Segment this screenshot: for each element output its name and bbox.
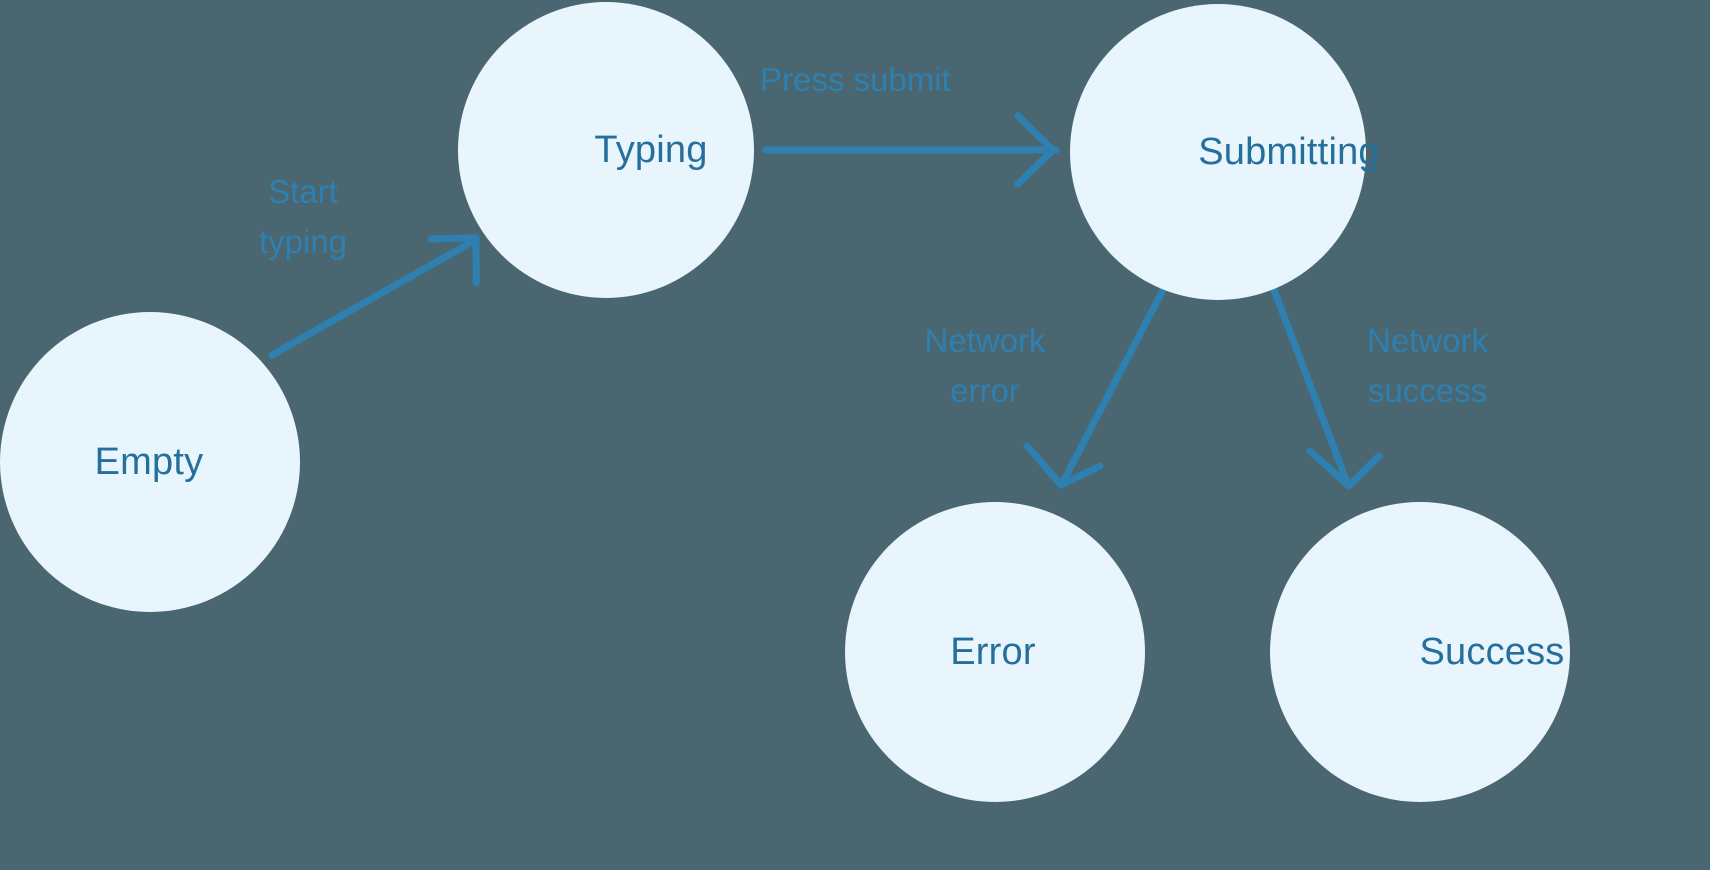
state-node-submitting[interactable]: Submitting xyxy=(1070,4,1380,300)
state-node-typing[interactable]: Typing xyxy=(458,2,754,298)
edge-label-press-submit: Press submit xyxy=(760,55,1026,107)
state-node-error[interactable]: Error xyxy=(845,502,1145,802)
state-node-success-label: Success xyxy=(1419,630,1565,673)
edge-label-network-success-line2: success xyxy=(1367,372,1488,409)
edge-label-network-error-line2: error xyxy=(950,372,1020,409)
edge-label-start-typing-line1: Start xyxy=(268,173,338,210)
state-node-typing-label: Typing xyxy=(594,128,708,171)
edge-typing-to-submitting xyxy=(762,112,1060,188)
edge-label-network-success: Network success xyxy=(1340,316,1515,420)
edge-label-network-error-line1: Network xyxy=(924,322,1046,359)
state-node-error-label: Error xyxy=(950,630,1036,673)
state-node-success[interactable]: Success xyxy=(1270,502,1570,802)
state-node-empty[interactable]: Empty xyxy=(0,312,300,612)
edge-label-network-error: Network error xyxy=(895,316,1075,420)
state-node-empty-label: Empty xyxy=(94,440,204,483)
edge-label-network-success-line1: Network xyxy=(1366,322,1489,359)
edge-label-start-typing: Start typing xyxy=(214,167,392,271)
state-node-submitting-label: Submitting xyxy=(1198,130,1380,173)
edge-label-press-submit-line1: Press submit xyxy=(760,61,951,98)
edge-label-start-typing-line2: typing xyxy=(258,223,348,260)
